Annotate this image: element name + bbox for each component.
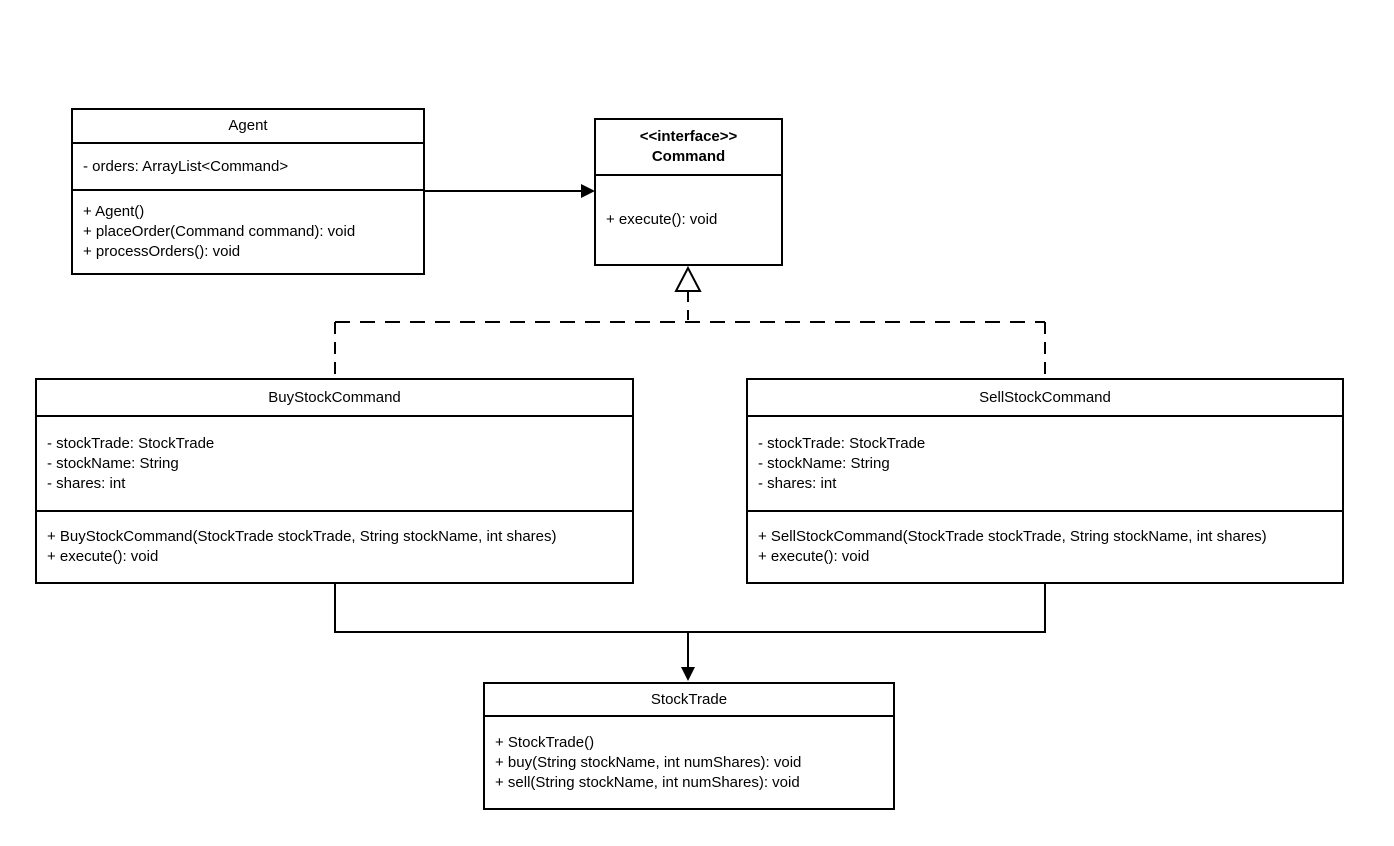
association-agent-command-arrowhead-icon	[581, 184, 595, 198]
class-title: Agent	[73, 110, 423, 142]
stereotype-label: <<interface>>	[639, 128, 738, 145]
attribute-line: - stockName: String	[47, 454, 179, 472]
class-name-sellstockcommand: SellStockCommand	[979, 388, 1111, 406]
association-commands-stocktrade-line	[334, 584, 1046, 633]
attribute-line: - shares: int	[47, 474, 126, 492]
class-title: SellStockCommand	[748, 380, 1342, 415]
method-line: + StockTrade()	[495, 733, 595, 751]
method-line: + sell(String stockName, int numShares):…	[495, 773, 800, 791]
class-title: StockTrade	[485, 684, 893, 715]
realization-hollow-triangle-icon	[674, 265, 702, 292]
class-name-agent: Agent	[228, 117, 268, 134]
method-line: + buy(String stockName, int numShares): …	[495, 753, 802, 771]
method-line: + BuyStockCommand(StockTrade stockTrade,…	[47, 528, 557, 545]
class-title: BuyStockCommand	[37, 380, 632, 415]
class-box-buystockcommand: BuyStockCommand - stockTrade: StockTrade…	[35, 378, 634, 584]
method-line: + execute(): void	[606, 211, 718, 228]
association-stocktrade-arrowhead-icon	[681, 667, 695, 681]
class-box-stocktrade: StockTrade + StockTrade() + buy(String s…	[483, 682, 895, 810]
class-box-sellstockcommand: SellStockCommand - stockTrade: StockTrad…	[746, 378, 1344, 584]
class-box-command-interface: <<interface>> Command + execute(): void	[594, 118, 783, 266]
methods-compartment: + BuyStockCommand(StockTrade stockTrade,…	[37, 510, 632, 582]
method-line: + Agent()	[83, 203, 145, 220]
attributes-compartment: - stockTrade: StockTrade - stockName: St…	[748, 415, 1342, 510]
methods-compartment: + StockTrade() + buy(String stockName, i…	[485, 715, 893, 808]
class-title: <<interface>> Command	[596, 120, 781, 174]
method-line: + execute(): void	[47, 548, 159, 565]
class-name-command: Command	[651, 148, 726, 165]
attributes-compartment: - stockTrade: StockTrade - stockName: St…	[37, 415, 632, 510]
class-name-stocktrade: StockTrade	[650, 690, 728, 708]
attributes-compartment: - orders: ArrayList<Command>	[73, 142, 423, 189]
methods-compartment: + Agent() + placeOrder(Command command):…	[73, 189, 423, 273]
attribute-line: - stockName: String	[758, 454, 890, 472]
methods-compartment: + SellStockCommand(StockTrade stockTrade…	[748, 510, 1342, 582]
attribute-line: - stockTrade: StockTrade	[758, 434, 926, 452]
class-box-agent: Agent - orders: ArrayList<Command> + Age…	[71, 108, 425, 275]
attribute-line: - stockTrade: StockTrade	[47, 434, 215, 452]
method-line: + SellStockCommand(StockTrade stockTrade…	[758, 528, 1267, 545]
attribute-line: - orders: ArrayList<Command>	[83, 157, 289, 175]
method-line: + execute(): void	[758, 548, 870, 565]
class-name-buystockcommand: BuyStockCommand	[268, 388, 401, 406]
method-line: + placeOrder(Command command): void	[83, 223, 356, 240]
methods-compartment: + execute(): void	[596, 174, 781, 264]
method-line: + processOrders(): void	[83, 243, 241, 260]
attribute-line: - shares: int	[758, 474, 837, 492]
